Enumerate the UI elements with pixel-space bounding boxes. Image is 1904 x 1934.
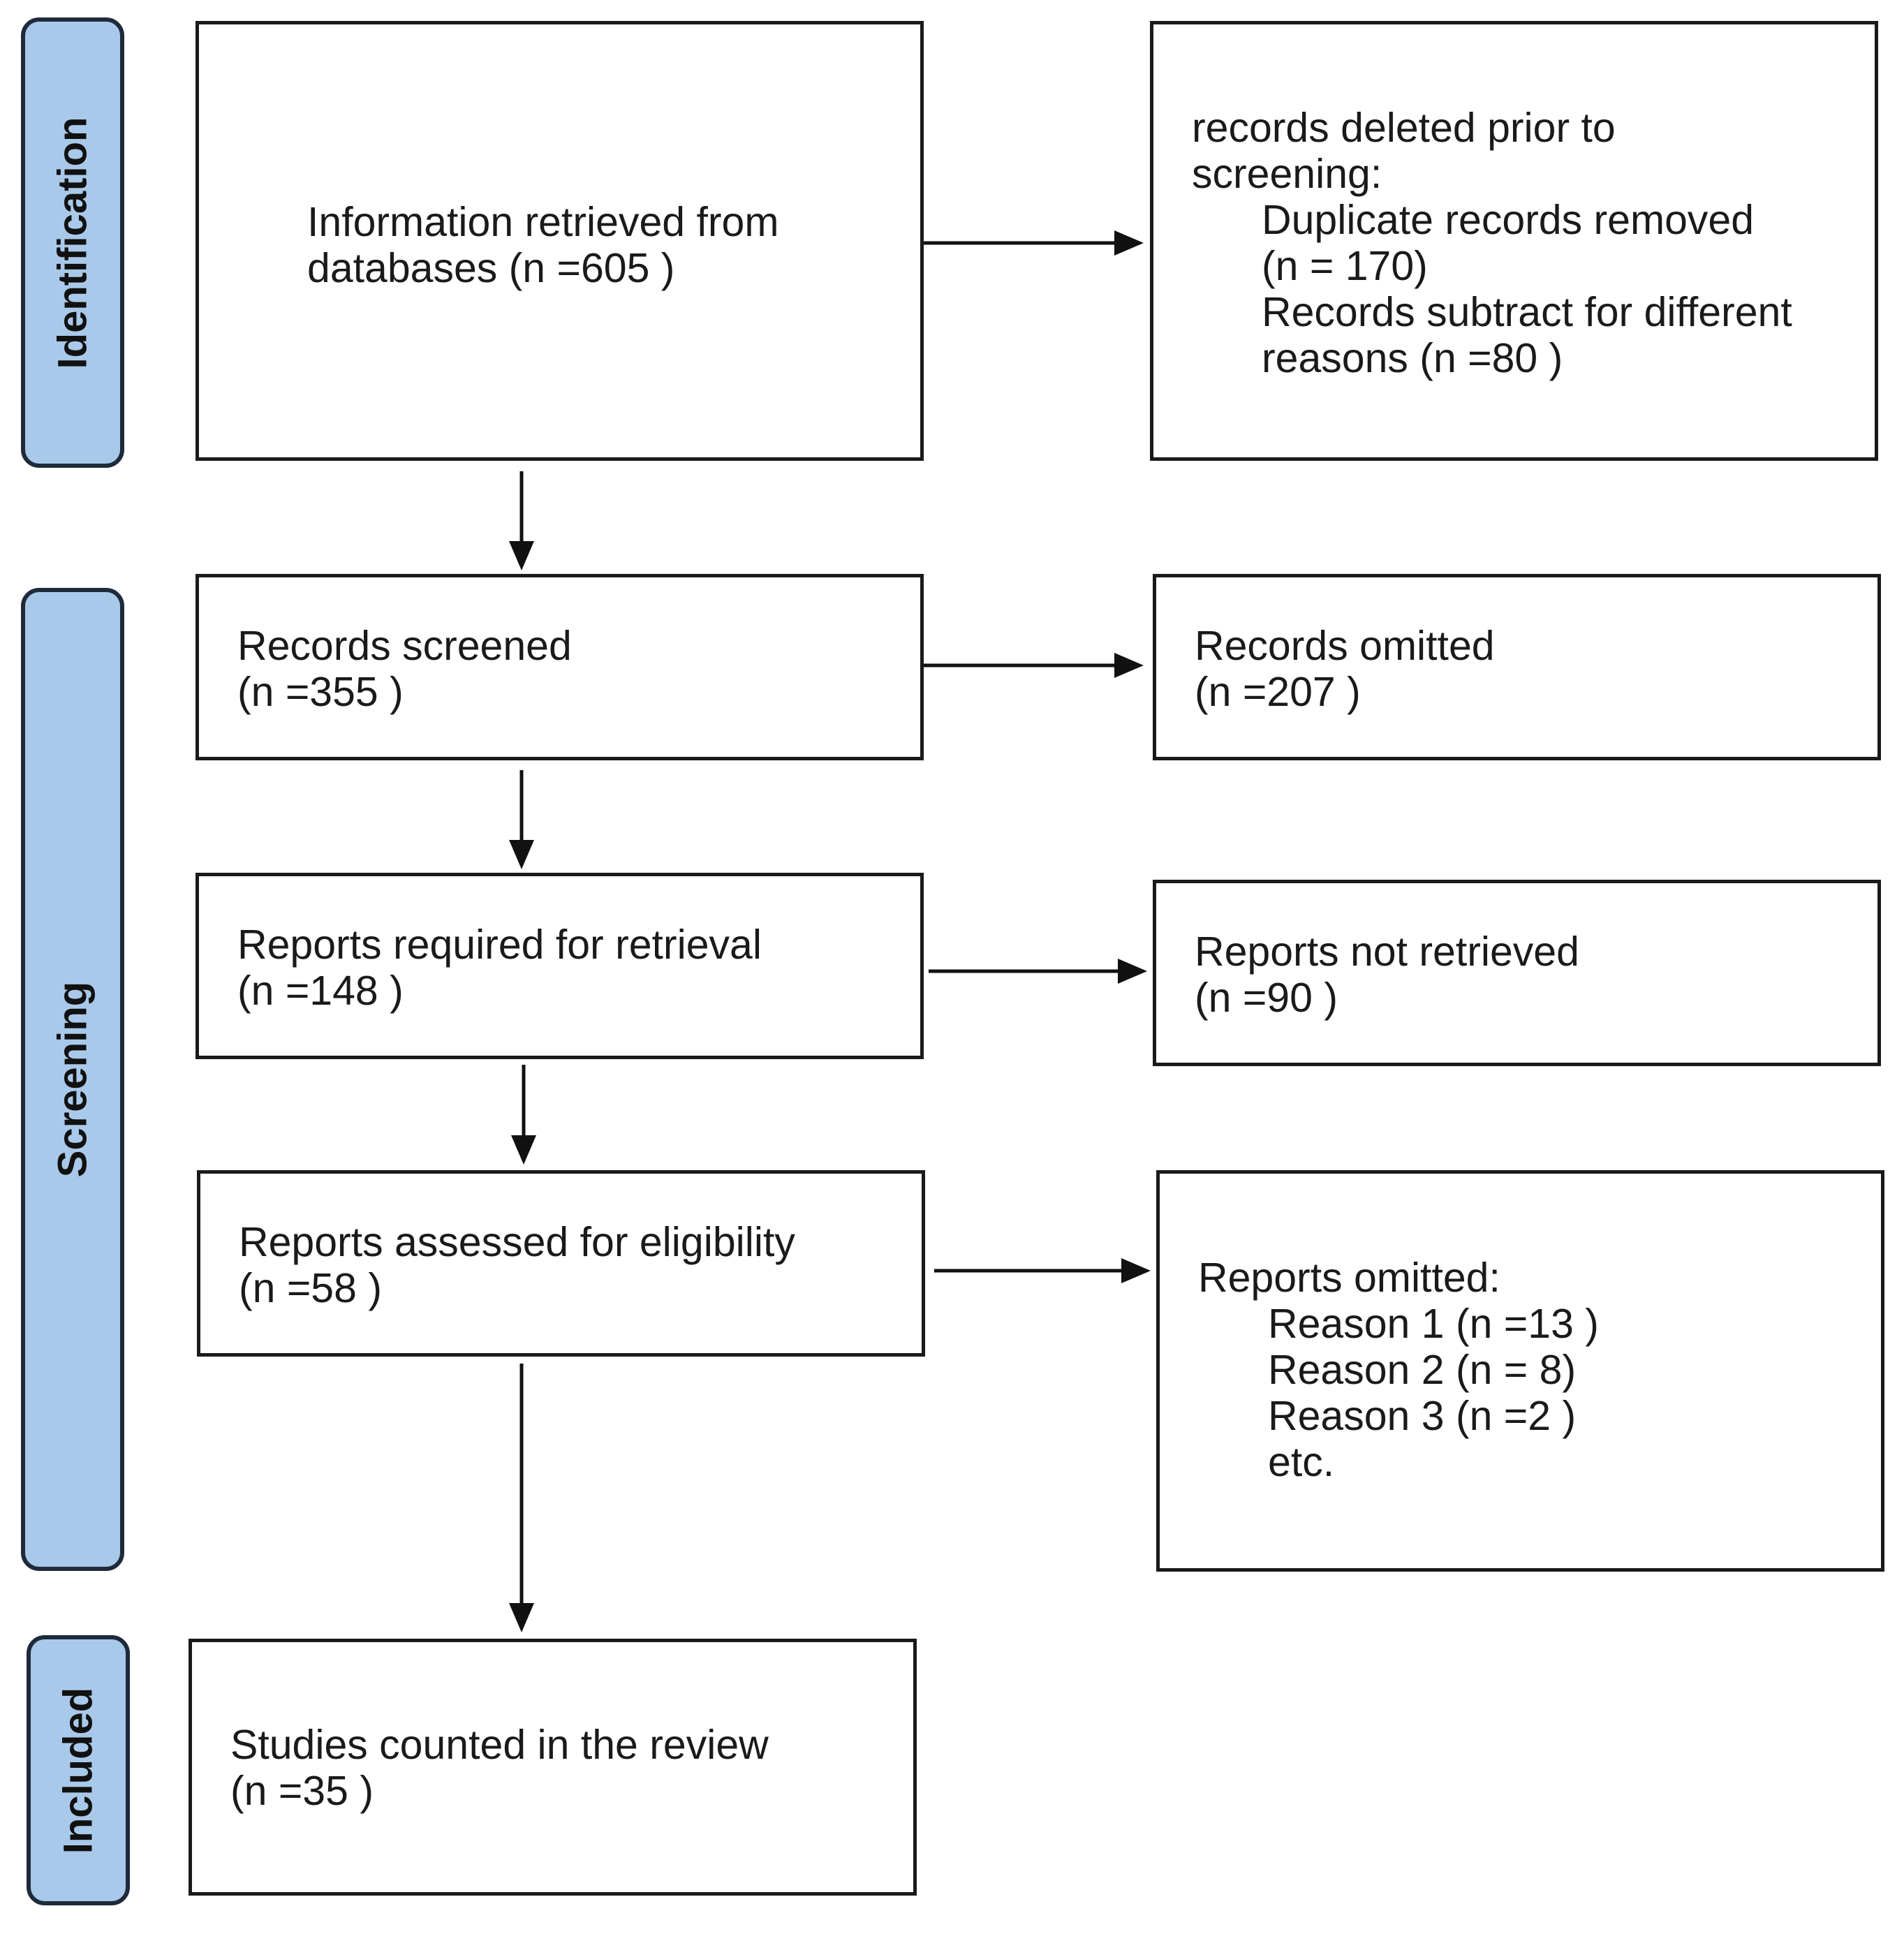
arrowhead-databases-to-removed — [1114, 230, 1144, 256]
arrowhead-retrieval-to-eligibility — [511, 1135, 536, 1165]
records-removed-box: records deleted prior to screening: Dupl… — [1150, 21, 1878, 461]
removed-line-3: Duplicate records removed — [1262, 197, 1755, 243]
retrieval-line-1: Reports required for retrieval — [237, 922, 762, 968]
removed-line-2: screening: — [1192, 151, 1382, 197]
databases-box: Information retrieved from databases (n … — [195, 21, 924, 461]
not-retrieved-line-1: Reports not retrieved — [1195, 929, 1579, 975]
removed-line-5: Records subtract for different — [1262, 289, 1792, 335]
reports-not-retrieved-box: Reports not retrieved (n =90 ) — [1153, 880, 1881, 1066]
reason-etc: etc. — [1268, 1439, 1335, 1485]
arrowhead-eligibility-to-included — [509, 1603, 534, 1632]
records-screened-box: Records screened (n =355 ) — [195, 574, 924, 760]
reports-omitted-line-1: Reports omitted: — [1198, 1255, 1500, 1301]
arrowhead-screened-to-retrieval — [509, 840, 534, 869]
databases-line-1: Information retrieved from — [307, 199, 779, 245]
arrowhead-retrieval-to-not-retrieved — [1118, 959, 1147, 984]
phase-screening: Screening — [21, 588, 124, 1571]
reason-2: Reason 2 (n = 8) — [1268, 1347, 1577, 1393]
not-retrieved-line-2: (n =90 ) — [1195, 975, 1338, 1021]
studies-included-box: Studies counted in the review (n =35 ) — [189, 1639, 917, 1896]
removed-line-4: (n = 170) — [1262, 243, 1428, 289]
phase-included: Included — [27, 1635, 130, 1905]
retrieval-line-2: (n =148 ) — [237, 968, 404, 1014]
phase-identification: Identification — [21, 17, 124, 468]
arrowhead-screened-to-omitted — [1114, 653, 1144, 678]
omitted-line-2: (n =207 ) — [1195, 669, 1361, 715]
reports-eligibility-box: Reports assessed for eligibility (n =58 … — [197, 1170, 925, 1357]
screened-line-2: (n =355 ) — [237, 669, 404, 715]
eligibility-line-2: (n =58 ) — [239, 1265, 382, 1311]
databases-line-2: databases (n =605 ) — [307, 245, 675, 291]
removed-line-6: reasons (n =80 ) — [1262, 335, 1563, 381]
removed-line-1: records deleted prior to — [1192, 105, 1616, 151]
omitted-line-1: Records omitted — [1195, 623, 1495, 669]
arrowhead-databases-to-screened — [509, 541, 534, 570]
reason-3: Reason 3 (n =2 ) — [1268, 1393, 1577, 1439]
reports-omitted-box: Reports omitted: Reason 1 (n =13 ) Reaso… — [1156, 1170, 1884, 1572]
studies-line-2: (n =35 ) — [230, 1768, 374, 1814]
arrowhead-eligibility-to-omitted — [1121, 1258, 1151, 1283]
records-omitted-box: Records omitted (n =207 ) — [1153, 574, 1881, 760]
reason-1: Reason 1 (n =13 ) — [1268, 1301, 1599, 1347]
reports-retrieval-box: Reports required for retrieval (n =148 ) — [195, 873, 924, 1059]
studies-line-1: Studies counted in the review — [230, 1722, 769, 1768]
screened-line-1: Records screened — [237, 623, 572, 669]
eligibility-line-1: Reports assessed for eligibility — [239, 1219, 795, 1265]
